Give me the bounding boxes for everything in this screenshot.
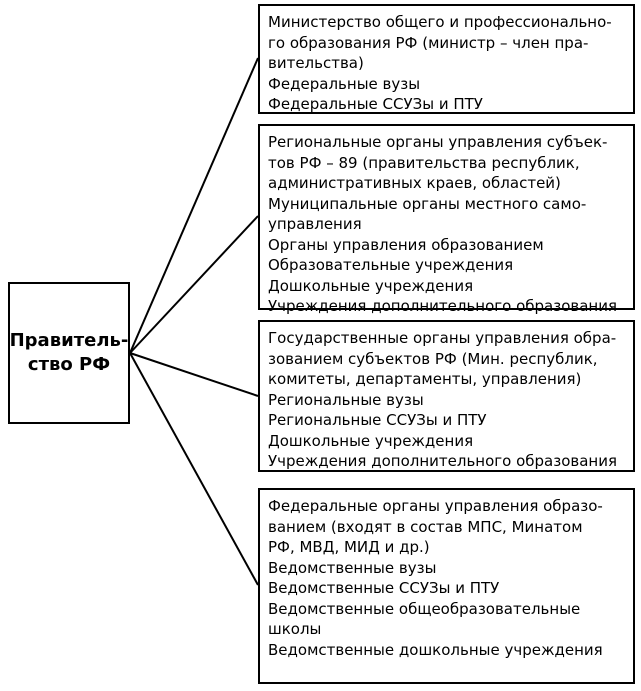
box-line: ванием (входят в состав МПС, Минатом [268,517,583,536]
box-line: вительства) [268,54,364,72]
box-line: го образования РФ (министр – член пра- [268,33,589,52]
ministry-box: Министерство общего и профессионально- г… [258,4,635,114]
government-label: Правитель- ство РФ [9,330,129,375]
federal-agencies-box: Федеральные органы управления образо- ва… [258,488,635,684]
box-line: Государственные органы управления обра- [268,329,617,347]
box-line: административных краев, областей) [268,174,561,192]
government-box: Правитель- ство РФ [8,282,130,424]
box-line: Министерство общего и профессионально- [268,13,612,31]
box-line: Органы управления образованием [268,235,544,254]
connector-line-4 [129,352,259,586]
connector-line-3 [129,352,259,397]
connector-line-1 [129,57,259,354]
box-line: Учреждения дополнительного образования [268,297,617,315]
box-line: Региональные вузы [268,390,424,409]
box-line: РФ, МВД, МИД и др.) [268,538,430,556]
box-line: Федеральные вузы [268,74,421,93]
box-line: Ведомственные вузы [268,558,437,577]
box-line: Дошкольные учреждения [268,431,474,450]
state-education-bodies-box: Государственные органы управления обра- … [258,320,635,472]
box-line: Федеральные органы управления образо- [268,497,603,515]
box-line: Муниципальные органы местного само- [268,194,587,213]
connector-line-2 [129,215,259,354]
box-line: Образовательные учреждения [268,256,514,274]
box-line: Ведомственные дошкольные учреждения [268,640,603,659]
box-line: школы [268,620,322,638]
box-line: Ведомственные ССУЗы и ПТУ [268,579,500,597]
box-line: Ведомственные общеобразовательные [268,599,581,618]
box-line: управления [268,215,362,233]
box-line: зованием субъектов РФ (Мин. республик, [268,349,598,368]
box-line: тов РФ – 89 (правительства республик, [268,153,580,172]
box-line: Федеральные ССУЗы и ПТУ [268,95,483,113]
box-line: комитеты, департаменты, управления) [268,370,582,388]
box-line: Региональные ССУЗы и ПТУ [268,411,487,429]
box-line: Региональные органы управления субъек- [268,133,608,151]
box-line: Дошкольные учреждения [268,276,474,295]
box-line: Учреждения дополнительного образования [268,452,617,470]
regional-bodies-box: Региональные органы управления субъек- т… [258,124,635,315]
